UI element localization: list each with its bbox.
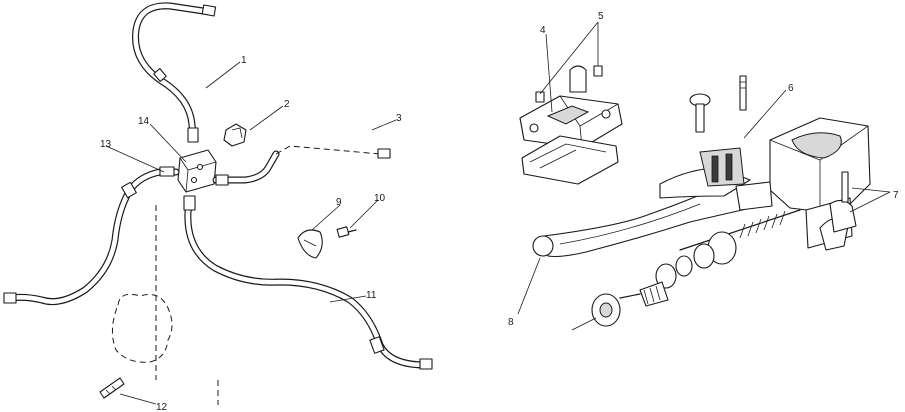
callout-12: 12 xyxy=(156,402,168,412)
callout-13: 13 xyxy=(100,139,112,150)
junction-block-14 xyxy=(177,149,217,193)
leader-piston xyxy=(571,317,597,331)
brake-line-3 xyxy=(212,145,391,186)
callout-9: 9 xyxy=(336,197,342,208)
callout-3: 3 xyxy=(396,113,402,124)
brake-hose-11 xyxy=(183,195,433,370)
bracket-9 xyxy=(297,229,323,259)
brake-lever-8 xyxy=(532,147,773,258)
bolt-12 xyxy=(99,377,125,399)
diaphragm xyxy=(521,135,619,185)
pivot-bolt xyxy=(689,75,747,133)
callout-11: 11 xyxy=(366,290,377,301)
clamp-7 xyxy=(829,171,857,233)
piston-assembly xyxy=(591,209,801,327)
screw-10 xyxy=(336,226,357,238)
brake-hose-13 xyxy=(3,166,180,306)
callout-6: 6 xyxy=(788,83,794,94)
callout-7: 7 xyxy=(893,190,899,201)
leader-lines xyxy=(105,21,891,405)
callout-1: 1 xyxy=(241,55,247,66)
callout-labels: 1 2 3 4 5 6 7 8 9 10 11 12 13 14 xyxy=(100,11,899,412)
caliper-outline xyxy=(112,205,219,405)
reservoir-cover-4 xyxy=(519,95,623,149)
callout-10: 10 xyxy=(374,193,386,204)
callout-2: 2 xyxy=(284,99,290,110)
callout-4: 4 xyxy=(540,25,546,36)
master-cylinder-body xyxy=(769,117,871,251)
screws-5 xyxy=(535,65,603,103)
callout-14: 14 xyxy=(138,116,150,127)
brake-hose-1 xyxy=(132,2,217,143)
brake-switch-2 xyxy=(223,123,247,147)
callout-5: 5 xyxy=(598,11,604,22)
callout-8: 8 xyxy=(508,317,514,328)
